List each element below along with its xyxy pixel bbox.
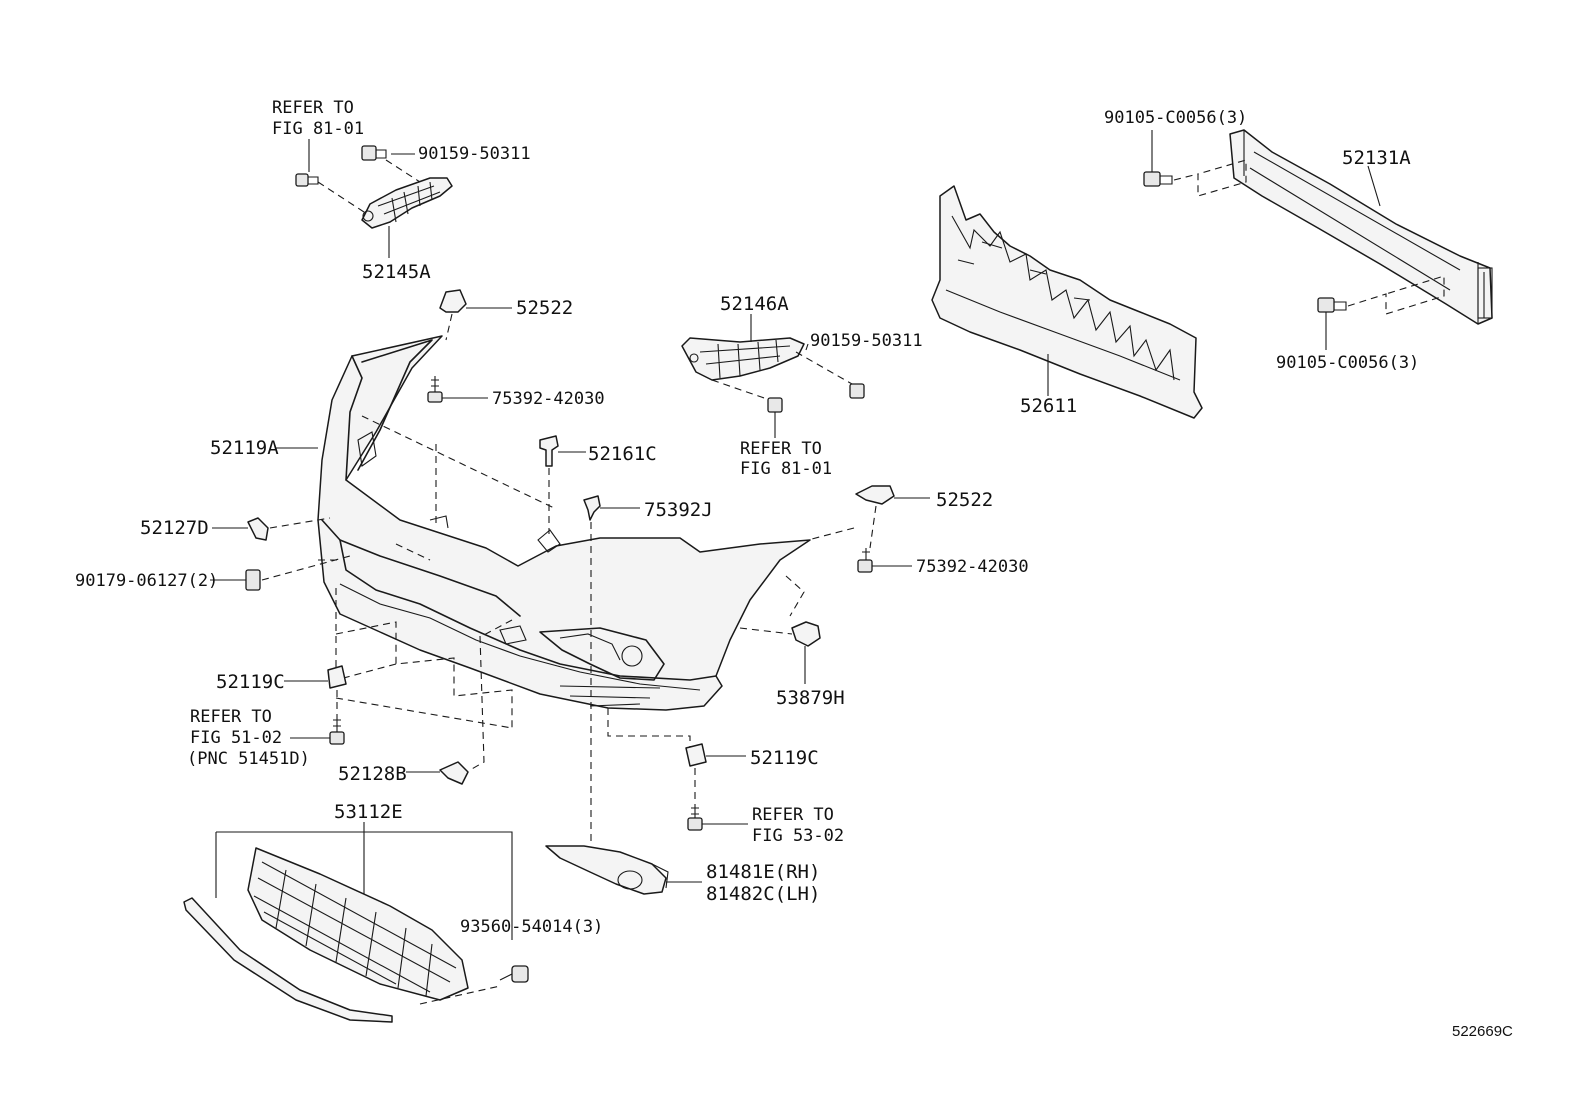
- label-refer-51-b: FIG 51-02: [190, 728, 282, 748]
- clip-53879H: [791, 621, 821, 647]
- label-52131A: 52131A: [1342, 147, 1411, 169]
- bolt-90159-mid: [849, 383, 865, 399]
- label-53112E: 53112E: [334, 801, 403, 823]
- label-52119C-left: 52119C: [216, 671, 285, 693]
- screw-refer-53: [687, 804, 703, 831]
- label-52522-right: 52522: [936, 489, 993, 511]
- bracket-52145A: [361, 177, 453, 229]
- label-81481E: 81481E(RH): [706, 861, 820, 883]
- label-75392-top: 75392-42030: [492, 389, 605, 409]
- label-refer-81-top-b: FIG 81-01: [272, 119, 364, 139]
- label-refer-53-b: FIG 53-02: [752, 826, 844, 846]
- label-90105-bot: 90105-C0056(3): [1276, 353, 1419, 373]
- bumper-cover-52119A: [317, 335, 811, 711]
- label-52161C: 52161C: [588, 443, 657, 465]
- fog-cover: [545, 845, 669, 895]
- label-refer-53-a: REFER TO: [752, 805, 834, 825]
- label-75392J: 75392J: [644, 499, 713, 521]
- bracket-52146A: [681, 337, 805, 381]
- label-refer-81-mid-b: FIG 81-01: [740, 459, 832, 479]
- diagram-id: 522669C: [1452, 1023, 1513, 1040]
- label-52119C-right: 52119C: [750, 747, 819, 769]
- label-52119A: 52119A: [210, 437, 279, 459]
- screw-75392-right: [857, 548, 873, 573]
- label-refer-51-a: REFER TO: [190, 707, 272, 727]
- label-52522-top: 52522: [516, 297, 573, 319]
- molding-strip: [183, 897, 393, 1023]
- bolt-90159-top: [361, 145, 387, 161]
- label-refer-81-top-a: REFER TO: [272, 98, 354, 118]
- clip-52119C-right: [685, 743, 707, 767]
- bolt-refer-81-top: [295, 173, 319, 187]
- label-90159-top: 90159-50311: [418, 144, 531, 164]
- bolt-90105-top: [1143, 171, 1173, 187]
- label-52611: 52611: [1020, 395, 1077, 417]
- clip-52127D: [247, 517, 269, 541]
- label-52127D: 52127D: [140, 517, 209, 539]
- nut-90179: [245, 569, 261, 591]
- bolt-90105-bot: [1317, 297, 1347, 313]
- clip-52522-right: [855, 485, 895, 505]
- label-52128B: 52128B: [338, 763, 407, 785]
- label-53879H: 53879H: [776, 687, 845, 709]
- cover-52128B: [439, 761, 469, 785]
- label-90179: 90179-06127(2): [75, 571, 218, 591]
- label-refer-81-mid-a: REFER TO: [740, 439, 822, 459]
- label-52145A: 52145A: [362, 261, 431, 283]
- bolt-refer-81-mid: [767, 397, 783, 413]
- clip-52522-top: [439, 289, 467, 313]
- clip-52119C-left: [327, 665, 347, 689]
- label-93560: 93560-54014(3): [460, 917, 603, 937]
- reinforcement-52131A: [1229, 129, 1493, 325]
- clip-52161C: [539, 435, 559, 467]
- grille-53112E: [247, 847, 469, 1001]
- screw-75392-top: [427, 376, 443, 403]
- label-52146A: 52146A: [720, 293, 789, 315]
- label-90105-top: 90105-C0056(3): [1104, 108, 1247, 128]
- absorber-52611: [931, 185, 1203, 419]
- label-75392-right: 75392-42030: [916, 557, 1029, 577]
- clip-75392J: [583, 495, 601, 521]
- screw-refer-51: [329, 716, 345, 745]
- screw-93560: [499, 965, 529, 983]
- label-81482C: 81482C(LH): [706, 883, 820, 905]
- label-refer-51-c: (PNC 51451D): [187, 749, 310, 769]
- label-90159-mid: 90159-50311: [810, 331, 923, 351]
